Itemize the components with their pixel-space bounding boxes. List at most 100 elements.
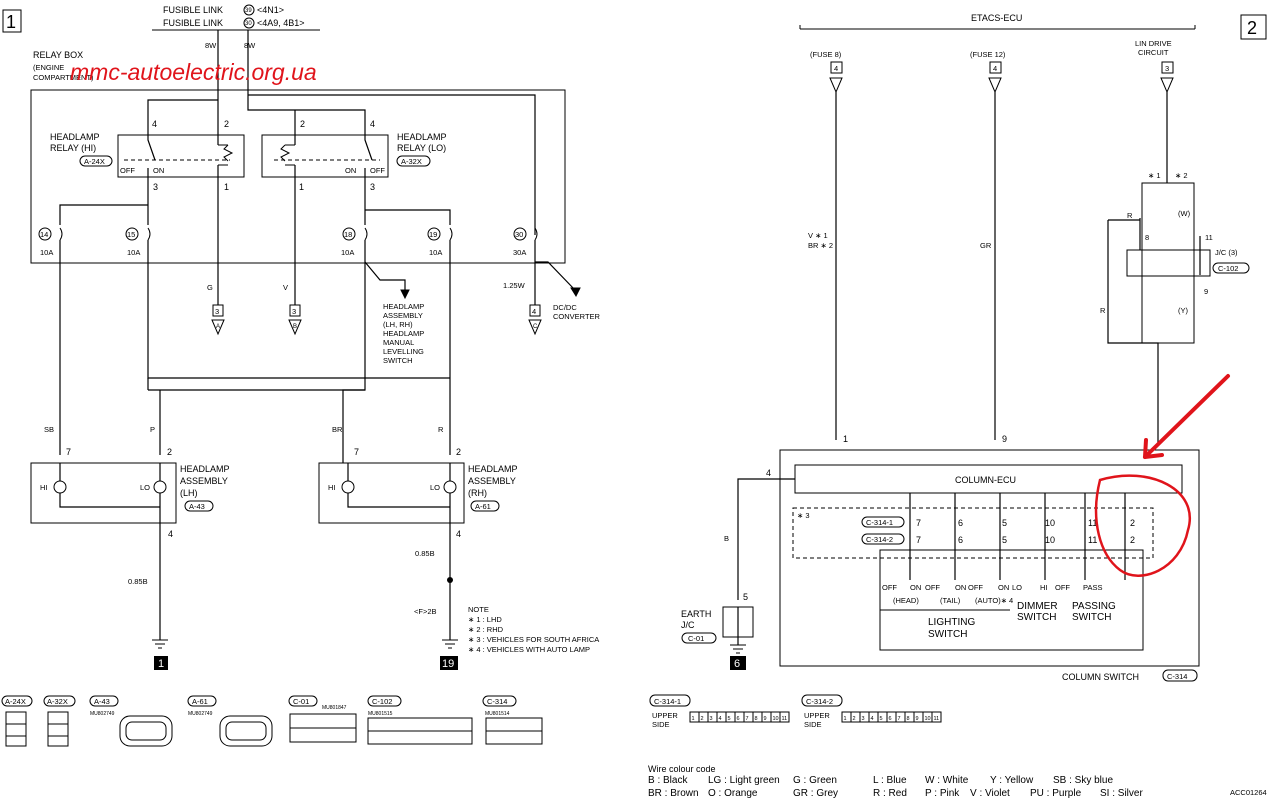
lh-ground-wire: 0.85B	[128, 577, 148, 586]
lh-lo-lamp	[153, 480, 167, 494]
lh-pin4: 4	[168, 529, 173, 539]
svg-text:LEVELLING: LEVELLING	[383, 347, 424, 356]
c314-pin: 7	[916, 518, 921, 528]
earth-ground: 6	[734, 658, 740, 670]
relay-hi-coil	[223, 144, 234, 162]
rh-name1: HEADLAMP	[468, 464, 518, 474]
upper-side-conn	[801, 694, 843, 707]
ground-icon	[442, 639, 458, 649]
relay-hi-pin1: 1	[224, 182, 229, 192]
switch-position-label: OFF	[1055, 583, 1070, 592]
lh-name3: (LH)	[180, 488, 198, 498]
annotation-arrow	[1143, 374, 1230, 459]
wire-v: V	[283, 283, 288, 292]
c314-pin: 10	[1045, 518, 1055, 528]
svg-text:(LH, RH): (LH, RH)	[383, 320, 413, 329]
wire-colour-item: L : Blue	[873, 775, 907, 786]
svg-text:C-01: C-01	[293, 697, 309, 706]
fusible-link-label-2: FUSIBLE LINK	[163, 18, 223, 28]
dcdc-label2: CONVERTER	[553, 312, 601, 321]
fuse-15: 15 10A	[125, 227, 151, 257]
upper-side-pin: 2	[701, 716, 704, 722]
lh-pin2: 2	[167, 447, 172, 457]
wire-colour-item: BR : Brown	[648, 788, 699, 799]
wire-colour-item: PU : Purple	[1030, 788, 1082, 799]
etacs-title: ETACS-ECU	[971, 13, 1022, 23]
switch-position-label: PASS	[1083, 583, 1102, 592]
column-switch-conn: C-314	[1167, 672, 1187, 681]
fusible-link-wires	[217, 30, 249, 90]
upper-side-pin-cell	[931, 711, 942, 723]
connector-c-01: C-01 MU801847	[288, 695, 357, 743]
upper-side-pin: 5	[728, 716, 731, 722]
svg-text:A-32X: A-32X	[47, 697, 68, 706]
c314-pin: 6	[958, 535, 963, 545]
svg-text:NOTE: NOTE	[468, 605, 489, 614]
c314-row-conn	[861, 533, 905, 545]
conn-c-flag	[528, 319, 542, 336]
c314-pin: 5	[1002, 535, 1007, 545]
wire-colour-title: Wire colour code	[648, 764, 716, 774]
annotation-circle	[1094, 474, 1191, 577]
rh-lo: LO	[430, 483, 440, 492]
rh-ground: 19	[442, 658, 454, 670]
svg-text:10A: 10A	[341, 248, 354, 257]
wire-colour-item: B : Black	[648, 775, 688, 786]
relay-lo-pin1: 1	[299, 182, 304, 192]
switch-position-label: ON	[998, 583, 1009, 592]
switch-position-label: HI	[1040, 583, 1048, 592]
connector-a-32x: A-32X	[43, 695, 76, 747]
col-pin9: 9	[1002, 434, 1007, 444]
switch-position-label: LO	[1012, 583, 1022, 592]
column-dashed-region	[792, 507, 1154, 559]
upper-side-pin: 11	[782, 716, 788, 722]
passing-switch-2: SWITCH	[1072, 612, 1111, 623]
fuse8-label: (FUSE 8)	[810, 50, 842, 59]
svg-text:30: 30	[515, 230, 523, 239]
fuse-30: 30 30A	[513, 227, 538, 257]
col-pin4: 4	[766, 468, 771, 478]
headlamp-assembly-note: HEADLAMP ASSEMBLY (LH, RH) HEADLAMP MANU…	[383, 302, 424, 365]
relay-lo-pin3: 3	[370, 182, 375, 192]
jc-r1: R	[1127, 211, 1133, 220]
c314-pin: 6	[958, 518, 963, 528]
lh-wire-p: P	[150, 425, 155, 434]
rh-wire-r: R	[438, 425, 444, 434]
fuse-14: 14 10A	[38, 227, 63, 257]
fusible-link-num-circle-1	[243, 4, 255, 16]
watermark: mmc-autoelectric.org.ua	[70, 59, 317, 85]
wire-colour-item: SB : Sky blue	[1053, 775, 1113, 786]
col-pin1: 1	[843, 434, 848, 444]
switch-position-label: ON	[955, 583, 966, 592]
wire-gr: GR	[980, 241, 992, 250]
switch-position-label: OFF	[925, 583, 940, 592]
rh-pin7: 7	[354, 447, 359, 457]
upper-side-pin: 6	[737, 716, 740, 722]
lh-conn: A-43	[189, 502, 205, 511]
svg-text:MU801515: MU801515	[368, 711, 393, 717]
jc-y: (Y)	[1178, 306, 1189, 315]
svg-text:∗ 1 : LHD: ∗ 1 : LHD	[468, 615, 502, 624]
upper-side-pin: 4	[719, 716, 722, 722]
wire-colour-item: GR : Grey	[793, 788, 838, 799]
c314-row-code: C-314-2	[866, 535, 893, 544]
upper-side-label: UPPER	[804, 711, 830, 720]
fusible-link-code-1: <4N1>	[257, 5, 284, 15]
wire-colour-item: G : Green	[793, 775, 837, 786]
upper-side-pin: 2	[853, 716, 856, 722]
fuse8-pin: 4	[834, 64, 838, 73]
svg-text:MU801514: MU801514	[485, 711, 510, 717]
svg-text:C-102: C-102	[372, 697, 392, 706]
lh-wire-sb: SB	[44, 425, 54, 434]
rh-name3: (RH)	[468, 488, 487, 498]
wire-colour-item: P : Pink	[925, 788, 960, 799]
page-number-box-right	[1240, 14, 1267, 40]
rh-lo-lamp	[443, 480, 457, 494]
dimmer-switch-1: DIMMER	[1017, 601, 1058, 612]
svg-text:MU802749: MU802749	[188, 711, 213, 717]
svg-text:10A: 10A	[127, 248, 140, 257]
